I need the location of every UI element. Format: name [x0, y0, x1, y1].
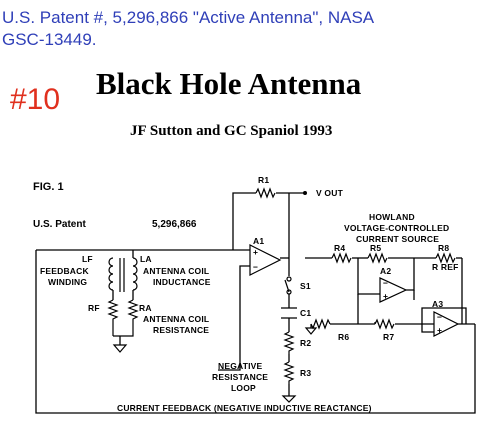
label-r6: R6 — [338, 332, 349, 342]
label-neg-1: NEGATIVE — [218, 361, 263, 371]
label-r1: R1 — [258, 175, 269, 185]
ground-symbol-coil — [112, 344, 128, 353]
label-r7: R7 — [383, 332, 394, 342]
label-neg-2: RESISTANCE — [212, 372, 268, 382]
page-title: Black Hole Antenna — [96, 66, 362, 101]
resistor-r3 — [283, 361, 295, 384]
label-howland-3: CURRENT SOURCE — [356, 234, 439, 244]
label-a1: A1 — [253, 236, 264, 246]
capacitor-c1 — [281, 307, 297, 319]
label-c1: C1 — [300, 308, 311, 318]
label-feedback-1: FEEDBACK — [40, 266, 89, 276]
label-rref: R REF — [432, 262, 459, 272]
switch-s1 — [284, 279, 290, 293]
label-howland-1: HOWLAND — [369, 212, 415, 222]
resistor-r8 — [435, 252, 456, 264]
label-ra-2: RESISTANCE — [153, 325, 209, 335]
resistor-r7 — [374, 318, 395, 330]
patent-number: 5,296,866 — [152, 219, 197, 230]
inductor-la — [132, 257, 138, 291]
header-line-1: U.S. Patent #, 5,296,866 "Active Antenna… — [2, 8, 375, 27]
label-a2: A2 — [380, 266, 391, 276]
wires — [35, 192, 476, 414]
inductor-lf — [108, 257, 114, 291]
label-r3: R3 — [300, 368, 311, 378]
label-r2: R2 — [300, 338, 311, 348]
opamp-a2 — [379, 277, 408, 303]
resistor-rf — [107, 299, 119, 336]
label-neg-3: LOOP — [231, 383, 256, 393]
label-rf: RF — [88, 303, 100, 313]
resistor-r4 — [331, 252, 352, 264]
label-r4: R4 — [334, 243, 345, 253]
resistor-r1 — [255, 187, 276, 199]
label-r5: R5 — [370, 243, 381, 253]
label-r8: R8 — [438, 243, 449, 253]
label-ra-1: ANTENNA COIL — [143, 314, 209, 324]
label-coil-1: ANTENNA COIL — [143, 266, 209, 276]
vout-node — [303, 191, 307, 195]
resistor-r5 — [367, 252, 388, 264]
ground-symbol-r3 — [281, 395, 297, 403]
svg-text:+: + — [437, 325, 442, 335]
ground-symbol-r6 — [304, 324, 318, 335]
fig-label: FIG. 1 — [33, 181, 64, 193]
coil-core — [119, 258, 125, 292]
patent-label: U.S. Patent — [33, 219, 86, 230]
label-lf: LF — [82, 254, 93, 264]
svg-text:−: − — [383, 278, 388, 288]
authors: JF Sutton and GC Spaniol 1993 — [130, 123, 333, 139]
resistor-r2 — [283, 331, 295, 354]
opamp-a1 — [249, 244, 282, 276]
svg-text:+: + — [383, 291, 388, 301]
label-s1: S1 — [300, 281, 311, 291]
label-coil-2: INDUCTANCE — [153, 277, 211, 287]
opamp-a3 — [433, 311, 460, 337]
label-ra: RA — [139, 303, 152, 313]
svg-text:+: + — [253, 247, 258, 257]
label-a3: A3 — [432, 299, 443, 309]
resistor-ra — [113, 299, 139, 337]
label-vout: V OUT — [316, 188, 344, 198]
label-la: LA — [140, 254, 152, 264]
label-feedback-note: CURRENT FEEDBACK (NEGATIVE INDUCTIVE REA… — [117, 403, 372, 413]
number-badge: #10 — [10, 83, 61, 116]
label-feedback-2: WINDING — [48, 277, 87, 287]
resistor-r6 — [310, 318, 331, 330]
svg-text:−: − — [253, 262, 258, 272]
header-line-2: GSC-13449. — [2, 30, 97, 49]
svg-text:−: − — [437, 312, 442, 322]
label-howland-2: VOLTAGE-CONTROLLED — [344, 223, 449, 233]
